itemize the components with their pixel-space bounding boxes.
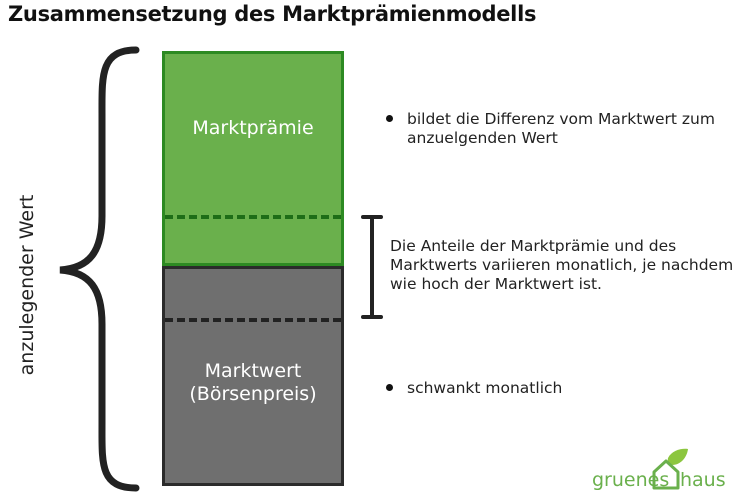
- bullet-icon: [386, 115, 393, 122]
- market-premium-label: Marktprämie: [192, 117, 314, 139]
- logo-text-right: haus: [680, 469, 726, 491]
- bullet-icon: [386, 384, 393, 391]
- market-dashed-line: [165, 318, 341, 322]
- premium-dashed-line: [165, 215, 341, 219]
- range-marker-icon: [361, 215, 383, 319]
- brand-logo: gruenes haus: [592, 448, 742, 494]
- market-value-label: Marktwert (Börsenpreis): [162, 360, 344, 406]
- market-premium-block: [162, 51, 344, 266]
- logo-text-left: gruenes: [592, 469, 670, 491]
- market-note: schwankt monatlich: [407, 379, 563, 397]
- market-value-label-line1: Marktwert: [204, 360, 302, 382]
- curly-brace-icon: [59, 46, 140, 492]
- market-value-label-line2: (Börsenpreis): [189, 383, 317, 405]
- premium-note: bildet die Differenz vom Marktwert zum a…: [407, 110, 715, 147]
- market-value-block: [162, 266, 344, 486]
- diagram-title: Zusammensetzung des Marktprämienmodells: [8, 2, 537, 26]
- axis-label-value: anzulegender Wert: [16, 194, 38, 376]
- house-leaf-icon: [652, 448, 688, 490]
- variation-note: Die Anteile der Marktprämie und des Mark…: [390, 237, 734, 293]
